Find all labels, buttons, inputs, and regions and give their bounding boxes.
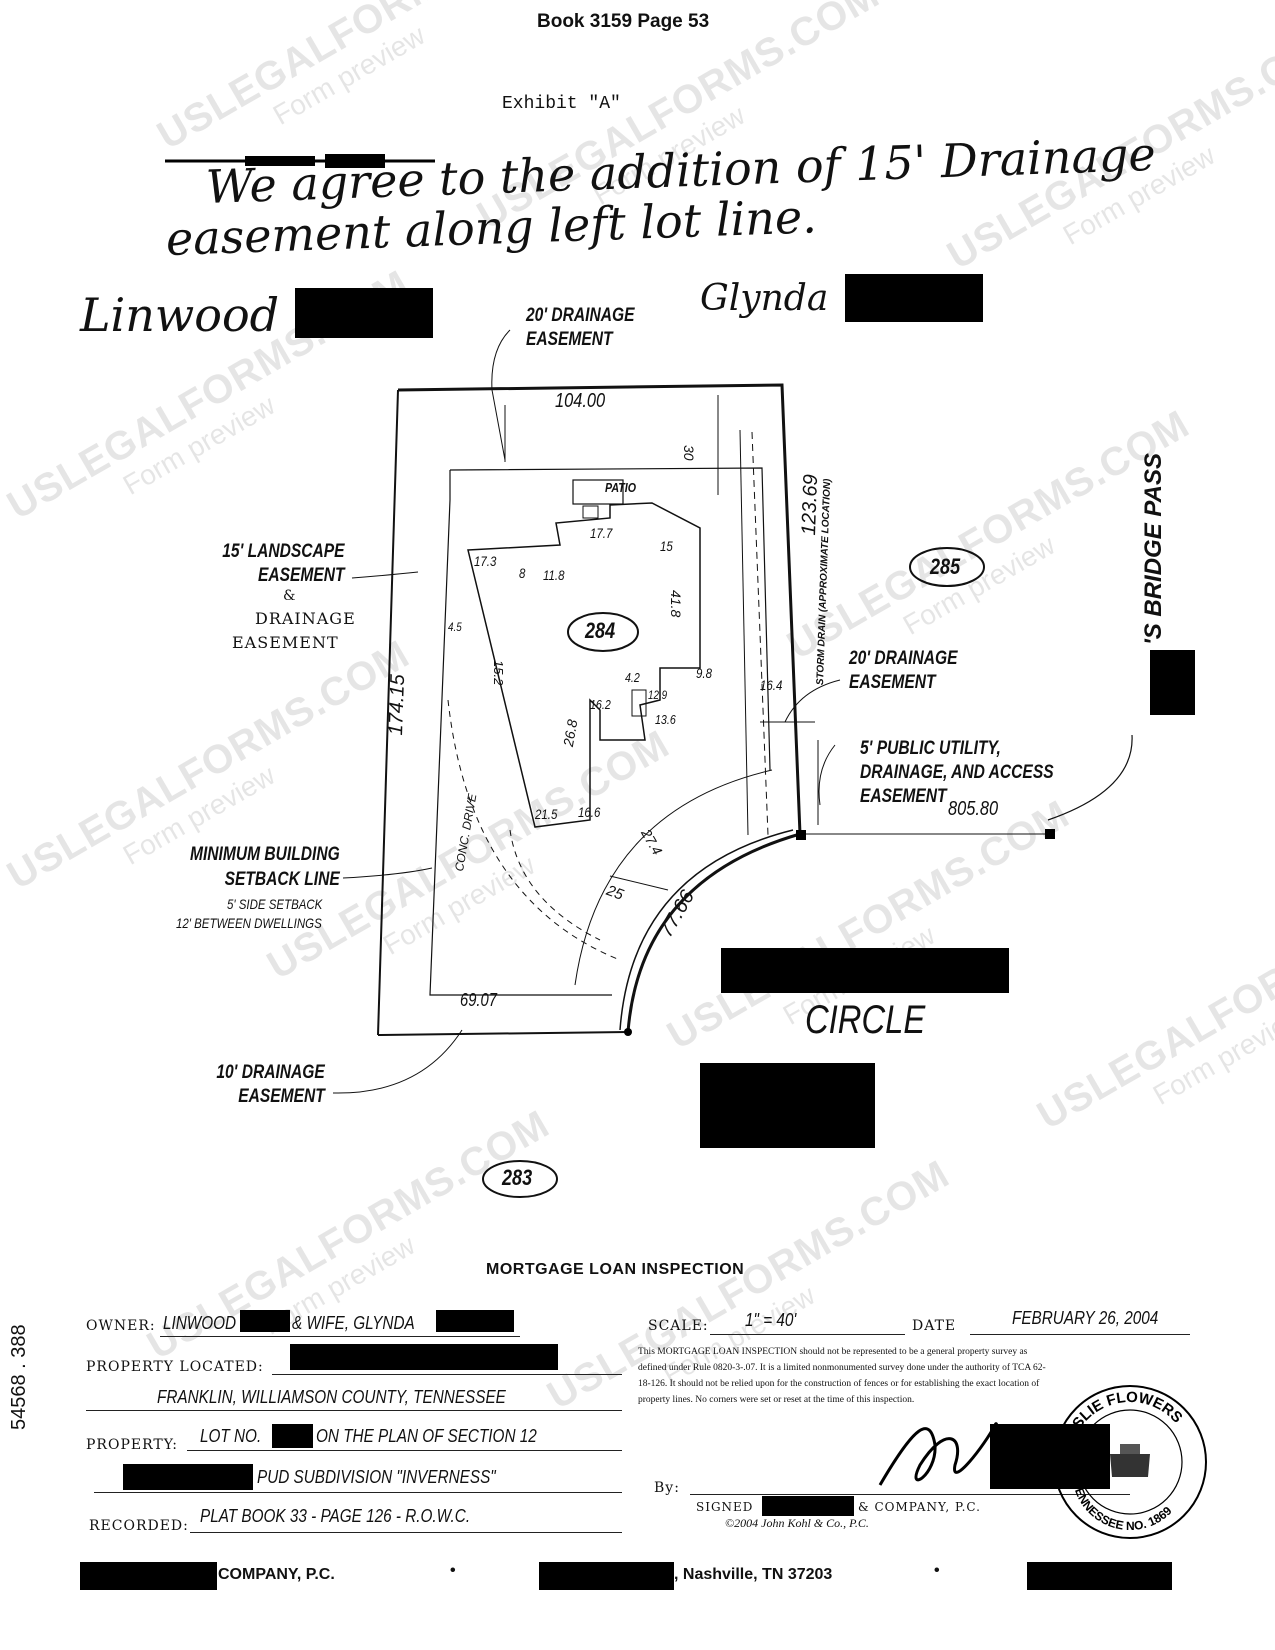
dim-h18: 4.5 [448, 620, 462, 634]
footer-company: COMPANY, P.C. [218, 1566, 335, 1583]
label-between-dwellings: 12' BETWEEN DWELLINGS [176, 915, 322, 931]
redaction-block [295, 288, 433, 338]
redaction-block [539, 1562, 674, 1590]
redaction-block [272, 1424, 313, 1448]
scale-underline [710, 1334, 905, 1335]
redaction-block [123, 1464, 253, 1490]
redaction-block [700, 1063, 875, 1148]
recorded-label: RECORDED: [89, 1518, 189, 1534]
label-setback: MINIMUM BUILDING SETBACK LINE [190, 844, 340, 890]
dim-h4: 17.7 [590, 525, 613, 541]
dim-top: 104.00 [555, 390, 606, 412]
dim-left: 174.15 [385, 673, 410, 736]
footer-city: , Nashville, TN 37203 [674, 1566, 833, 1583]
footer-bullet: • [450, 1562, 456, 1579]
label-ampersand: & [283, 588, 296, 604]
dim-h9: 4.2 [625, 670, 640, 685]
date-value: FEBRUARY 26, 2004 [1012, 1308, 1159, 1328]
dim-h11: 13.6 [655, 712, 676, 727]
property-city: FRANKLIN, WILLIAMSON COUNTY, TENNESSEE [157, 1387, 506, 1407]
label-side-setback: 5' SIDE SETBACK [227, 896, 323, 912]
by-underline [690, 1494, 1130, 1495]
redaction-block [845, 274, 983, 322]
dim-h10: 12.9 [648, 688, 668, 702]
signature-glynda: Glynda [700, 278, 829, 319]
street-bridge-pass: 'S BRIDGE PASS [1140, 453, 1167, 645]
dim-h17: 15.2 [491, 660, 506, 686]
dim-h2: 8 [519, 565, 526, 581]
book-page-header: Book 3159 Page 53 [537, 11, 710, 32]
owner-underline [160, 1336, 520, 1337]
plat-drawing [332, 329, 1133, 1198]
scale-value: 1" = 40' [745, 1310, 797, 1330]
property-underline [187, 1450, 622, 1451]
disclaimer: This MORTGAGE LOAN INSPECTION should not… [638, 1347, 1046, 1405]
label-public-utility: 5' PUBLIC UTILITY, DRAINAGE, AND ACCESS … [860, 738, 1054, 807]
dim-setback-top: 30 [681, 445, 697, 461]
dim-h1: 17.3 [474, 553, 497, 569]
label-drainage: DRAINAGE [255, 609, 356, 628]
dim-h15: 16.6 [578, 804, 601, 820]
dim-radius: 805.80 [948, 798, 999, 820]
company-suffix: & COMPANY, P.C. [858, 1500, 981, 1514]
redaction-block [436, 1310, 514, 1332]
lot-number-284: 284 [585, 618, 616, 643]
side-file-number: 54568 . 388 [8, 1324, 30, 1430]
surveyor-seal: LESLIE FLOWERS TENNESSEE NO. 1869 [1053, 1385, 1207, 1539]
lot-number-283: 283 [502, 1165, 533, 1190]
pud-underline [94, 1492, 622, 1493]
by-label: By: [654, 1480, 680, 1496]
recorded-underline [190, 1532, 622, 1533]
street-circle: CIRCLE [805, 998, 926, 1042]
label-easement: EASEMENT [232, 633, 339, 652]
redaction-block [721, 948, 1009, 993]
redaction-block [762, 1496, 854, 1516]
dim-h7: 9.8 [696, 665, 712, 681]
property-located-label: PROPERTY LOCATED: [86, 1359, 264, 1375]
redaction-block [290, 1344, 558, 1370]
exhibit-label: Exhibit "A" [502, 94, 621, 114]
seal-top-text: LESLIE FLOWERS [1059, 1389, 1185, 1449]
label-drainage-bottom: 10' DRAINAGE EASEMENT [216, 1062, 325, 1107]
owner-first: LINWOOD [163, 1313, 237, 1333]
owner-wife: & WIFE, GLYNDA [292, 1313, 415, 1333]
label-patio: PATIO [605, 480, 636, 495]
dim-h8: 16.4 [760, 677, 783, 693]
date-underline [970, 1334, 1190, 1335]
pud-subdivision: PUD SUBDIVISION "INVERNESS" [257, 1467, 496, 1487]
signed-label: SIGNED [696, 1500, 754, 1514]
dim-h6: 41.8 [668, 590, 684, 618]
dim-h3: 11.8 [543, 567, 565, 583]
dim-h5: 15 [660, 538, 673, 554]
seal-bottom-text: TENNESSEE NO. 1869 [1070, 1480, 1175, 1533]
footer-bullet: • [934, 1562, 940, 1579]
signature-linwood: Linwood [80, 288, 280, 342]
scale-label: SCALE: [648, 1318, 709, 1334]
lot-number-285: 285 [930, 554, 961, 579]
dim-right: 123.69 [798, 473, 823, 536]
redaction-block [1027, 1562, 1172, 1590]
property-located-underline [272, 1374, 622, 1375]
scribble-redaction [165, 154, 435, 168]
dim-h12: 16.2 [590, 697, 611, 712]
redaction-block [240, 1310, 290, 1332]
label-landscape-easement: 15' LANDSCAPE EASEMENT [222, 541, 345, 586]
redaction-block [990, 1424, 1110, 1489]
date-label: DATE [912, 1318, 957, 1334]
lot-suffix: ON THE PLAN OF SECTION 12 [316, 1426, 537, 1446]
copyright: ©2004 John Kohl & Co., P.C. [725, 1516, 869, 1530]
owner-label: OWNER: [86, 1318, 156, 1334]
redaction-block [80, 1562, 217, 1590]
property-label: PROPERTY: [86, 1437, 178, 1453]
property-city-underline [86, 1410, 622, 1411]
dim-h14: 21.5 [535, 806, 558, 822]
dim-bottom: 69.07 [460, 990, 497, 1010]
form-title: MORTGAGE LOAN INSPECTION [486, 1261, 745, 1278]
redaction-block [1150, 650, 1195, 715]
recorded-value: PLAT BOOK 33 - PAGE 126 - R.O.W.C. [200, 1506, 471, 1526]
lot-prefix: LOT NO. [200, 1426, 262, 1446]
